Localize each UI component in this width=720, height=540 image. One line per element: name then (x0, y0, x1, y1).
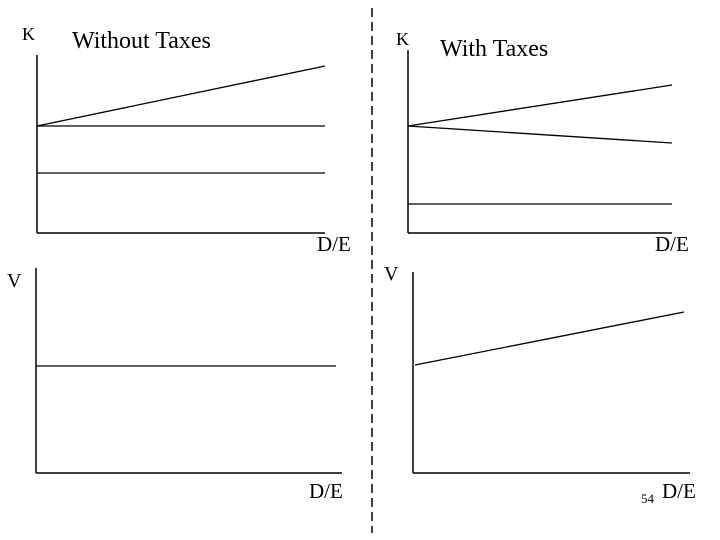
k-with-taxes-downward-sloping-line (407, 125, 673, 144)
k-without-taxes-upward-sloping-line (36, 65, 326, 127)
x-axis-label-de-1: D/E (317, 232, 351, 256)
y-axis-label-v-with-taxes: V (384, 263, 399, 285)
y-axis-label-v-without-taxes: V (7, 270, 22, 292)
panel-title-with-taxes: With Taxes (440, 36, 549, 62)
y-axis-label-k-with-taxes: K (396, 29, 409, 49)
x-axis-label-de-3: D/E (309, 479, 343, 503)
v-with-taxes-upward-sloping-line (414, 311, 685, 366)
k-with-taxes-upward-sloping-line (407, 84, 673, 127)
x-axis-label-de-2: D/E (655, 232, 689, 256)
panel-title-without-taxes: Without Taxes (72, 28, 211, 54)
page-number: 54 (641, 491, 654, 506)
y-axis-label-k-without-taxes: K (22, 24, 35, 44)
x-axis-label-de-4: D/E (662, 479, 696, 503)
